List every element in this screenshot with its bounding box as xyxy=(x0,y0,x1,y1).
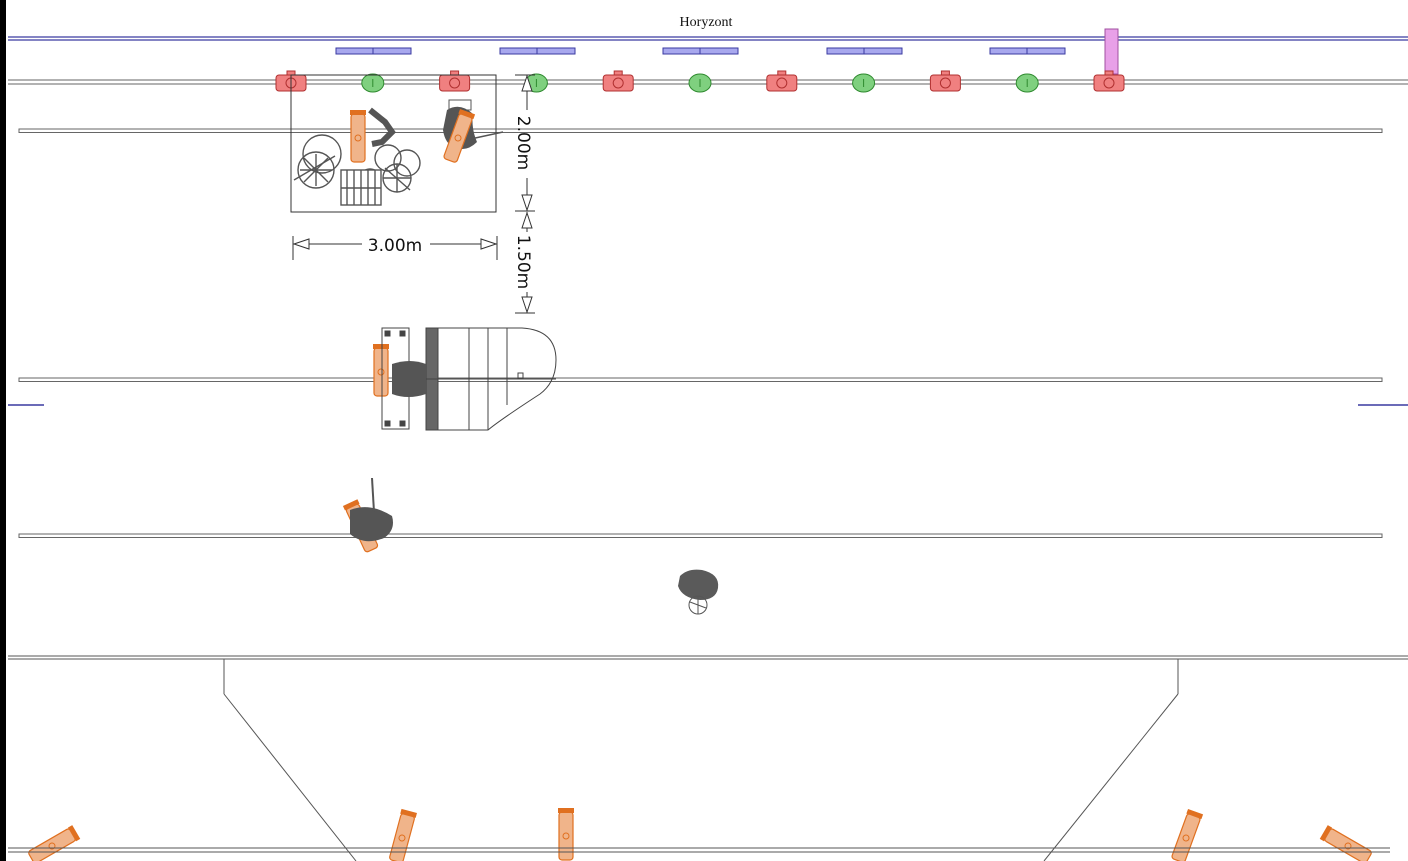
fresnel-icon[interactable] xyxy=(929,70,961,92)
horizon-label: Horyzont xyxy=(680,15,733,30)
dimension-gap-label: 1.50m xyxy=(513,235,533,289)
fresnel-icon[interactable] xyxy=(602,70,634,92)
spot-light-icon[interactable] xyxy=(1170,808,1204,861)
guitar-player-icon[interactable] xyxy=(350,477,393,542)
magenta-fixture[interactable] xyxy=(1104,28,1119,75)
spot-light-icon[interactable] xyxy=(1319,825,1373,861)
cyc-unit[interactable] xyxy=(826,47,903,55)
front-pipe xyxy=(8,847,1390,853)
par-icon[interactable] xyxy=(852,73,876,93)
top-fixture-row xyxy=(275,70,1125,93)
pipe-4 xyxy=(18,533,1383,538)
pianist-icon[interactable] xyxy=(392,361,426,397)
stage-edge xyxy=(8,655,1408,861)
fresnel-icon[interactable] xyxy=(1093,70,1125,92)
cyc-unit[interactable] xyxy=(335,47,412,55)
fresnel-icon[interactable] xyxy=(766,70,798,92)
par-icon[interactable] xyxy=(361,73,385,93)
spot-light-icon[interactable] xyxy=(388,808,417,861)
spot-light-icon[interactable] xyxy=(442,108,476,163)
dimension-riser-width xyxy=(292,236,498,260)
dimension-gap xyxy=(515,211,535,314)
pipe-2 xyxy=(18,128,1383,133)
fresnel-icon[interactable] xyxy=(439,70,471,92)
cyc-unit[interactable] xyxy=(499,47,576,55)
spot-light-icon[interactable] xyxy=(27,825,81,861)
horizon-line xyxy=(8,36,1408,41)
par-icon[interactable] xyxy=(688,73,712,93)
cyc-units xyxy=(335,47,1066,55)
spot-light-icon[interactable] xyxy=(373,344,389,397)
spot-fixtures xyxy=(27,108,1373,861)
pipe-3 xyxy=(18,377,1383,382)
cyc-unit[interactable] xyxy=(989,47,1066,55)
dimension-riser-width-label: 3.00m xyxy=(368,236,422,256)
drum-riser[interactable] xyxy=(290,74,497,213)
dimension-riser-depth xyxy=(515,74,535,212)
grand-piano-icon[interactable] xyxy=(381,327,557,431)
drum-kit-icon[interactable] xyxy=(293,107,421,206)
dimension-riser-depth-label: 2.00m xyxy=(513,116,533,170)
cyc-unit[interactable] xyxy=(662,47,739,55)
left-wall xyxy=(0,0,6,861)
spot-light-icon[interactable] xyxy=(350,110,366,163)
par-icon[interactable] xyxy=(1015,73,1039,93)
vocalist-icon[interactable] xyxy=(678,569,719,615)
